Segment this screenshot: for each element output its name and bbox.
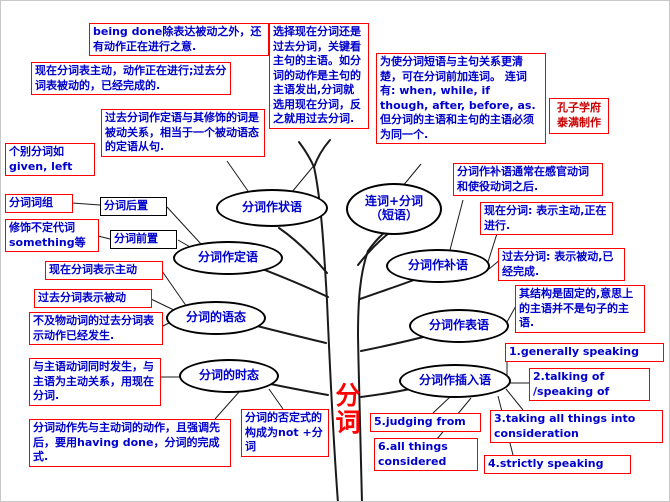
node-tense-label: 分词的时态 — [198, 368, 259, 383]
watermark-box: 孔子学府 泰满制作 — [549, 98, 609, 134]
node-conjunction-phrase: 连词+分词 （短语） — [346, 183, 442, 235]
note-special-participles: 个别分词如given, left — [5, 143, 95, 177]
note-talking-of: 2.talking of /speaking of — [529, 368, 650, 402]
node-attributive: 分词作定语 — [173, 241, 283, 275]
node-tense: 分词的时态 — [179, 359, 279, 393]
note-predicative-structure: 其结构是固定的,意思上的主语并不是句子的主语. — [515, 285, 645, 333]
note-modify-indefinite-pronoun: 修饰不定代词something等 — [5, 219, 99, 253]
watermark-line1: 孔子学府 — [557, 101, 601, 114]
node-conjunction-label-line1: 连词+分词 — [364, 194, 424, 209]
note-choose-participle: 选择现在分词还是过去分词，关键看主句的主语。如分词的动作是主句的主语发出,分词就… — [269, 23, 369, 129]
box-postposition: 分词后置 — [100, 197, 167, 216]
note-having-done: 分词动作先与主动词的动作，且强调先后，要用having done，分词的完成式. — [29, 419, 231, 467]
note-complement-present: 现在分词: 表示主动,正在进行. — [480, 202, 613, 236]
node-complement-label: 分词作补语 — [407, 258, 468, 273]
node-parenthesis: 分词作插入语 — [399, 364, 511, 398]
node-voice-label: 分词的语态 — [185, 310, 246, 325]
root-label: 分 词 — [333, 382, 363, 436]
node-attributive-label: 分词作定语 — [197, 250, 258, 265]
note-past-attributive: 过去分词作定语与其修饰的词是被动关系，相当于一个被动语态的定语从句. — [101, 109, 265, 157]
note-all-things-considered: 6.all things considered — [374, 438, 478, 472]
note-present-past-voice: 现在分词表主动，动作正在进行;过去分词表被动的，已经完成的. — [31, 62, 231, 96]
note-being-done: being done除表达被动之外，还有动作正在进行之意. — [89, 23, 269, 57]
note-strictly-speaking: 4.strictly speaking — [484, 455, 631, 474]
box-preposition: 分词前置 — [110, 230, 177, 249]
note-negative-form: 分词的否定式的构成为not +分词 — [241, 409, 329, 457]
note-judging-from: 5.judging from — [370, 413, 481, 432]
root-char-1: 分 — [335, 381, 361, 410]
note-taking-all-things: 3.taking all things into consideration — [490, 410, 663, 444]
note-simultaneous: 与主语动词同时发生，与主语为主动关系，用现在分词. — [29, 358, 161, 406]
node-conjunction-label-line2: （短语） — [369, 208, 418, 222]
node-adverbial: 分词作状语 — [216, 189, 328, 227]
note-present-active: 现在分词表示主动 — [45, 261, 163, 280]
node-adverbial-label: 分词作状语 — [241, 200, 302, 215]
note-participle-phrase: 分词词组 — [5, 194, 73, 213]
note-complement-past: 过去分词: 表示被动,已经完成. — [498, 248, 625, 282]
root-char-2: 词 — [335, 408, 361, 437]
watermark-line2: 泰满制作 — [557, 115, 601, 129]
node-parenthesis-label: 分词作插入语 — [418, 373, 491, 388]
node-complement: 分词作补语 — [386, 249, 490, 283]
note-conjunction-usage: 为使分词短语与主句关系更清楚，可在分词前加连词。 连词有: when, whil… — [376, 53, 546, 145]
node-predicative-label: 分词作表语 — [428, 318, 489, 333]
node-predicative: 分词作表语 — [409, 309, 509, 343]
note-past-passive: 过去分词表示被动 — [34, 289, 152, 308]
note-complement-usage: 分词作补语通常在感官动词和使役动词之后. — [453, 163, 603, 197]
note-generally-speaking: 1.generally speaking — [505, 343, 664, 362]
node-voice: 分词的语态 — [166, 301, 266, 335]
note-intransitive: 不及物动词的过去分词表示动作已经发生. — [29, 312, 163, 346]
